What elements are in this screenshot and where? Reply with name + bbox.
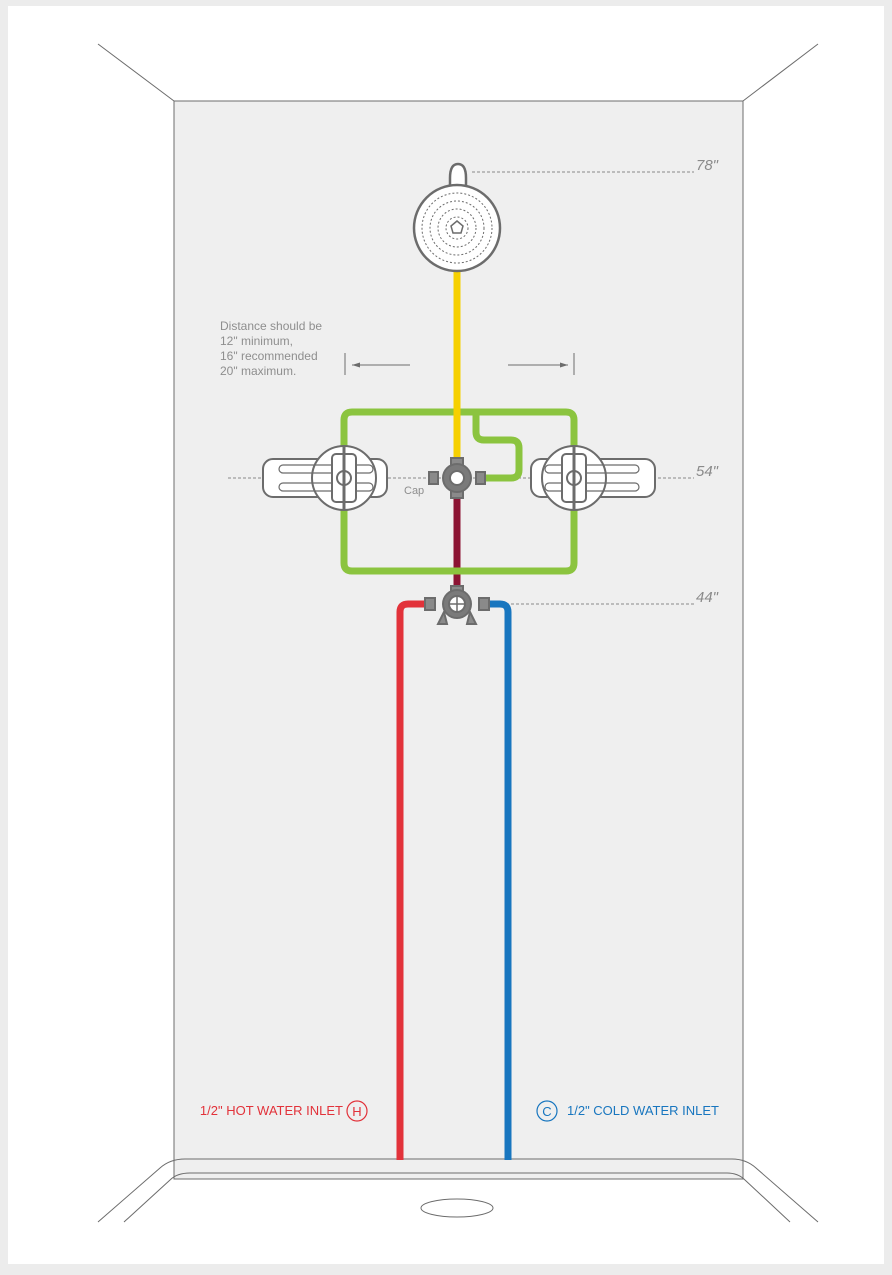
hot-water-inlet-label: 1/2" HOT WATER INLET H [200, 1100, 368, 1122]
hot-badge [346, 1100, 368, 1122]
mixing-valve-icon [424, 585, 490, 625]
spacing-note-line-3: 16" recommended [220, 349, 318, 363]
cold-badge [536, 1100, 558, 1122]
cold-water-pipe [482, 600, 512, 1160]
shower-head-icon [412, 162, 502, 273]
drain-icon [420, 1198, 494, 1218]
spacing-arrows [344, 353, 575, 375]
cap-label: Cap [404, 485, 424, 497]
spacing-note: Distance should be 12" minimum, 16" reco… [220, 319, 325, 378]
diverter-icon [428, 457, 486, 499]
hot-water-pipe [396, 600, 430, 1160]
dimension-78: 78" [696, 157, 719, 174]
body-spray-loop-bottom [340, 510, 578, 575]
hot-symbol: H [352, 1104, 361, 1119]
pipes [340, 262, 578, 1160]
dimension-44: 44" [696, 589, 719, 606]
hot-inlet-text: 1/2" HOT WATER INLET [200, 1103, 343, 1118]
cold-symbol: C [542, 1104, 551, 1119]
spacing-note-line-1: Distance should be [220, 319, 322, 333]
body-spray-feed [472, 412, 523, 482]
body-spray-left-icon [262, 445, 388, 511]
cold-inlet-text: 1/2" COLD WATER INLET [567, 1103, 719, 1118]
spacing-note-line-4: 20" maximum. [220, 364, 296, 378]
dimension-54: 54" [696, 463, 719, 480]
spacing-note-line-2: 12" minimum, [220, 334, 293, 348]
cold-water-inlet-label: C 1/2" COLD WATER INLET [536, 1100, 719, 1122]
body-spray-right-icon [530, 445, 656, 511]
